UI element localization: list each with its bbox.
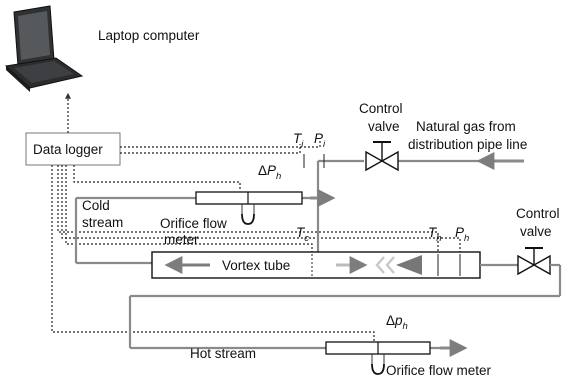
laptop-icon <box>4 5 84 92</box>
control-valve-hot-label-1: Control <box>516 206 560 221</box>
ti-symbol: Ti <box>293 131 304 150</box>
orifice-cold-label-1: Orifice flow <box>160 216 227 231</box>
signal-ph <box>61 165 461 252</box>
dp-hot-symbol: Δph <box>386 313 408 332</box>
cold-orifice-flow-meter <box>195 191 303 225</box>
signal-dp-hot <box>51 165 375 342</box>
control-valve-hot-label-2: valve <box>520 224 552 239</box>
natural-gas-label-1: Natural gas from <box>416 119 516 134</box>
pi-symbol: Pi <box>314 131 326 150</box>
hot-orifice-flow-meter <box>325 341 431 375</box>
swirl-chevrons <box>375 256 395 274</box>
orifice-hot-label: Orifice flow meter <box>386 363 492 378</box>
data-logger-box <box>25 132 121 166</box>
control-valve-inlet-label-2: valve <box>368 119 400 134</box>
laptop-label: Laptop computer <box>98 28 200 43</box>
cold-stream-label-2: stream <box>82 215 123 230</box>
dp-cold-symbol: ΔPh <box>258 163 281 182</box>
signal-th <box>57 165 439 252</box>
signal-dp-cold <box>73 165 241 190</box>
gas-supply-pipe <box>316 159 524 256</box>
cone-valve-icon <box>396 255 422 275</box>
tc-symbol: Tc <box>296 225 309 244</box>
th-symbol: Th <box>428 225 442 244</box>
orifice-cold-label-2: meter <box>164 232 199 247</box>
signal-ti-pi <box>120 138 321 148</box>
signal-lines <box>51 138 461 342</box>
hot-control-valve <box>517 247 551 276</box>
control-valve-inlet-label-1: Control <box>359 101 403 116</box>
vortex-tube-label: Vortex tube <box>222 258 290 273</box>
data-logger-label: Data logger <box>33 142 103 157</box>
signal-ti <box>120 144 301 154</box>
ph-symbol: Ph <box>455 225 469 244</box>
inlet-control-valve <box>365 141 399 172</box>
natural-gas-label-2: distribution pipe line <box>408 137 527 152</box>
hot-stream-label: Hot stream <box>190 346 256 361</box>
signal-tc <box>65 165 313 252</box>
cold-stream-label-1: Cold <box>82 198 110 213</box>
